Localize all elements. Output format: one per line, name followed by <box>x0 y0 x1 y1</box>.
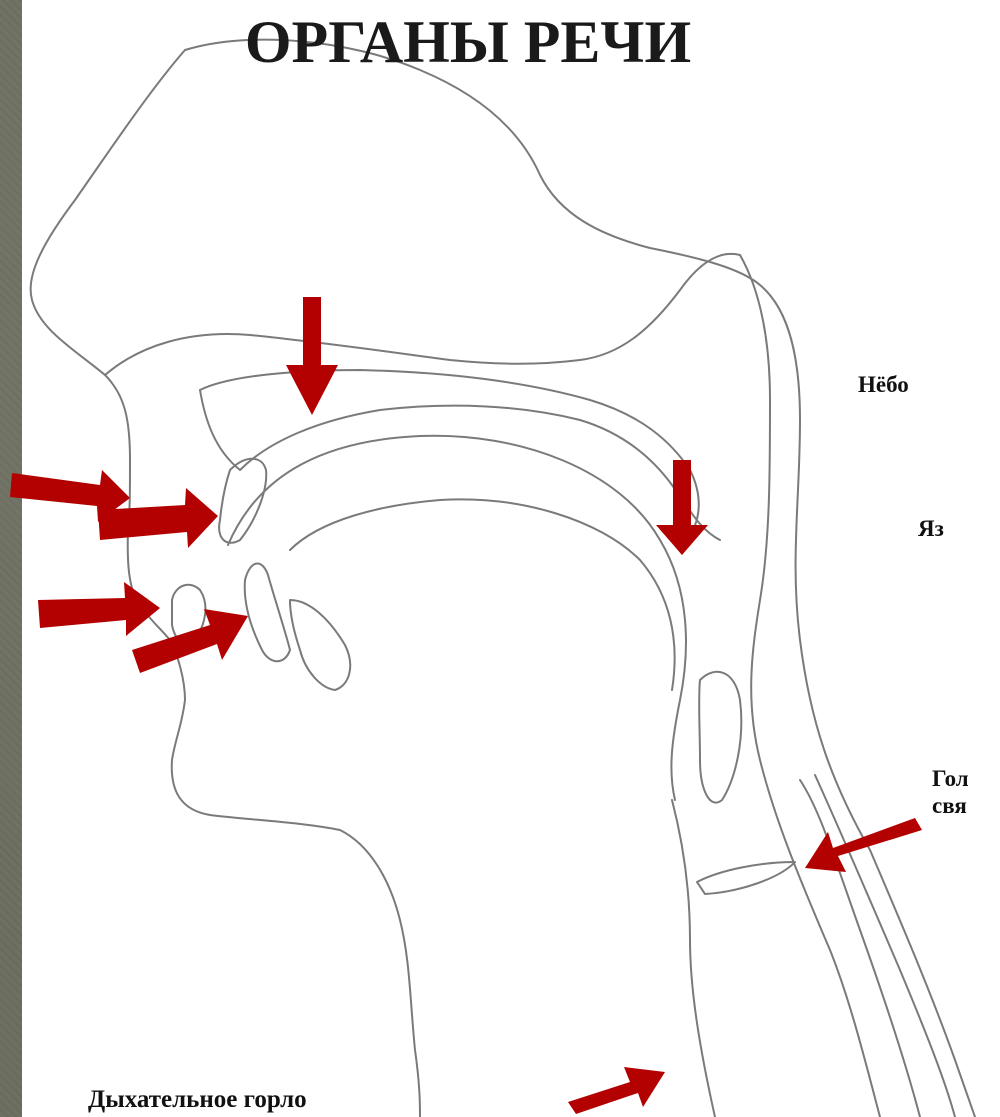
arrow-lower-lip <box>38 582 160 636</box>
tongue-outline <box>228 436 686 800</box>
arrow-larynx <box>568 1067 665 1114</box>
label-larynx: Дыхательное горло <box>88 1086 307 1114</box>
palate-upper-outline <box>200 370 699 545</box>
palate-lower-outline <box>200 390 720 540</box>
label-tongue: Яз <box>918 515 944 543</box>
arrow-palate-down <box>286 297 338 415</box>
trachea-front-outline <box>672 800 715 1117</box>
tongue-tip-outline <box>290 600 350 690</box>
label-vocal-cords-line2: свя <box>932 792 967 820</box>
skull-back-outline <box>185 40 975 1117</box>
label-vocal-cords-line1: Гол <box>932 765 969 793</box>
head-profile-outline <box>31 50 420 1117</box>
epiglottis-outline <box>699 672 741 803</box>
label-palate: Нёбо <box>858 371 909 399</box>
slide-title: ОРГАНЫ РЕЧИ <box>118 6 818 78</box>
esophagus-outline <box>815 775 955 1117</box>
lower-incisor-outline <box>245 564 290 662</box>
upper-teeth-outline <box>219 459 266 543</box>
nasal-cavity-outline <box>105 254 740 375</box>
vocal-fold-outline <box>697 862 795 894</box>
tongue-lower-outline <box>290 499 675 690</box>
